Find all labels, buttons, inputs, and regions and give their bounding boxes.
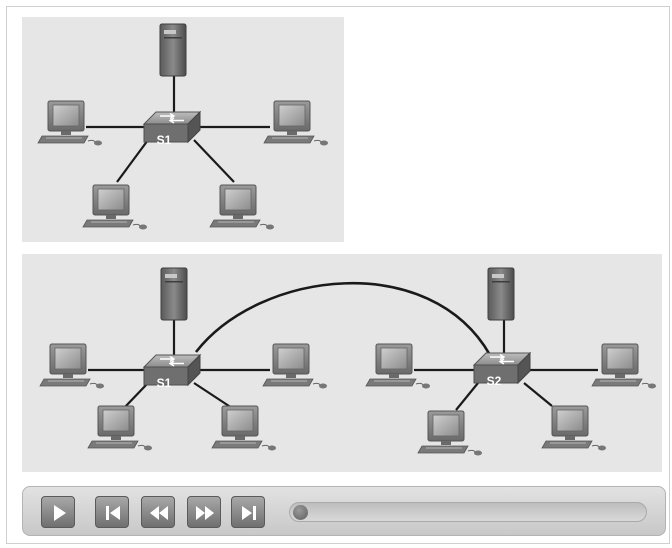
pc-icon — [365, 343, 431, 389]
top-links — [86, 76, 270, 183]
rewind-button[interactable] — [141, 496, 175, 528]
play-button[interactable] — [41, 496, 75, 528]
pc-icon — [263, 100, 329, 146]
skip-to-start-icon — [106, 506, 120, 520]
bottom-topology: S1 S2 — [39, 267, 657, 456]
pc-icon — [37, 100, 103, 146]
pc-icon — [541, 405, 607, 451]
pc-icon — [82, 184, 148, 230]
skip-to-end-icon — [242, 506, 256, 520]
server-icon — [159, 23, 187, 77]
switch-label-s2: S2 — [487, 374, 502, 388]
skip-to-start-button[interactable] — [95, 496, 129, 528]
pc-icon — [211, 405, 277, 451]
pc-icon — [591, 343, 657, 389]
rewind-icon — [150, 506, 168, 520]
top-topology: S1 — [37, 23, 329, 230]
server-icon — [160, 267, 188, 321]
progress-track[interactable] — [289, 502, 647, 522]
animation-player — [22, 486, 666, 536]
server-icon — [487, 267, 515, 321]
figure-frame — [6, 6, 670, 544]
play-icon — [54, 505, 66, 521]
pc-icon — [209, 184, 275, 230]
progress-knob[interactable] — [293, 505, 308, 520]
switch-label-s1: S1 — [157, 133, 172, 147]
switch-icon — [473, 352, 531, 384]
switch-icon — [143, 354, 201, 386]
pc-icon — [39, 343, 105, 389]
switch-icon — [143, 111, 201, 143]
bottom-links — [88, 282, 598, 411]
skip-to-end-button[interactable] — [231, 496, 265, 528]
pc-icon — [262, 343, 328, 389]
pc-icon — [417, 410, 483, 456]
switch-label-s1: S1 — [157, 376, 172, 390]
pc-icon — [87, 405, 153, 451]
fast-forward-button[interactable] — [187, 496, 221, 528]
fast-forward-icon — [196, 506, 214, 520]
